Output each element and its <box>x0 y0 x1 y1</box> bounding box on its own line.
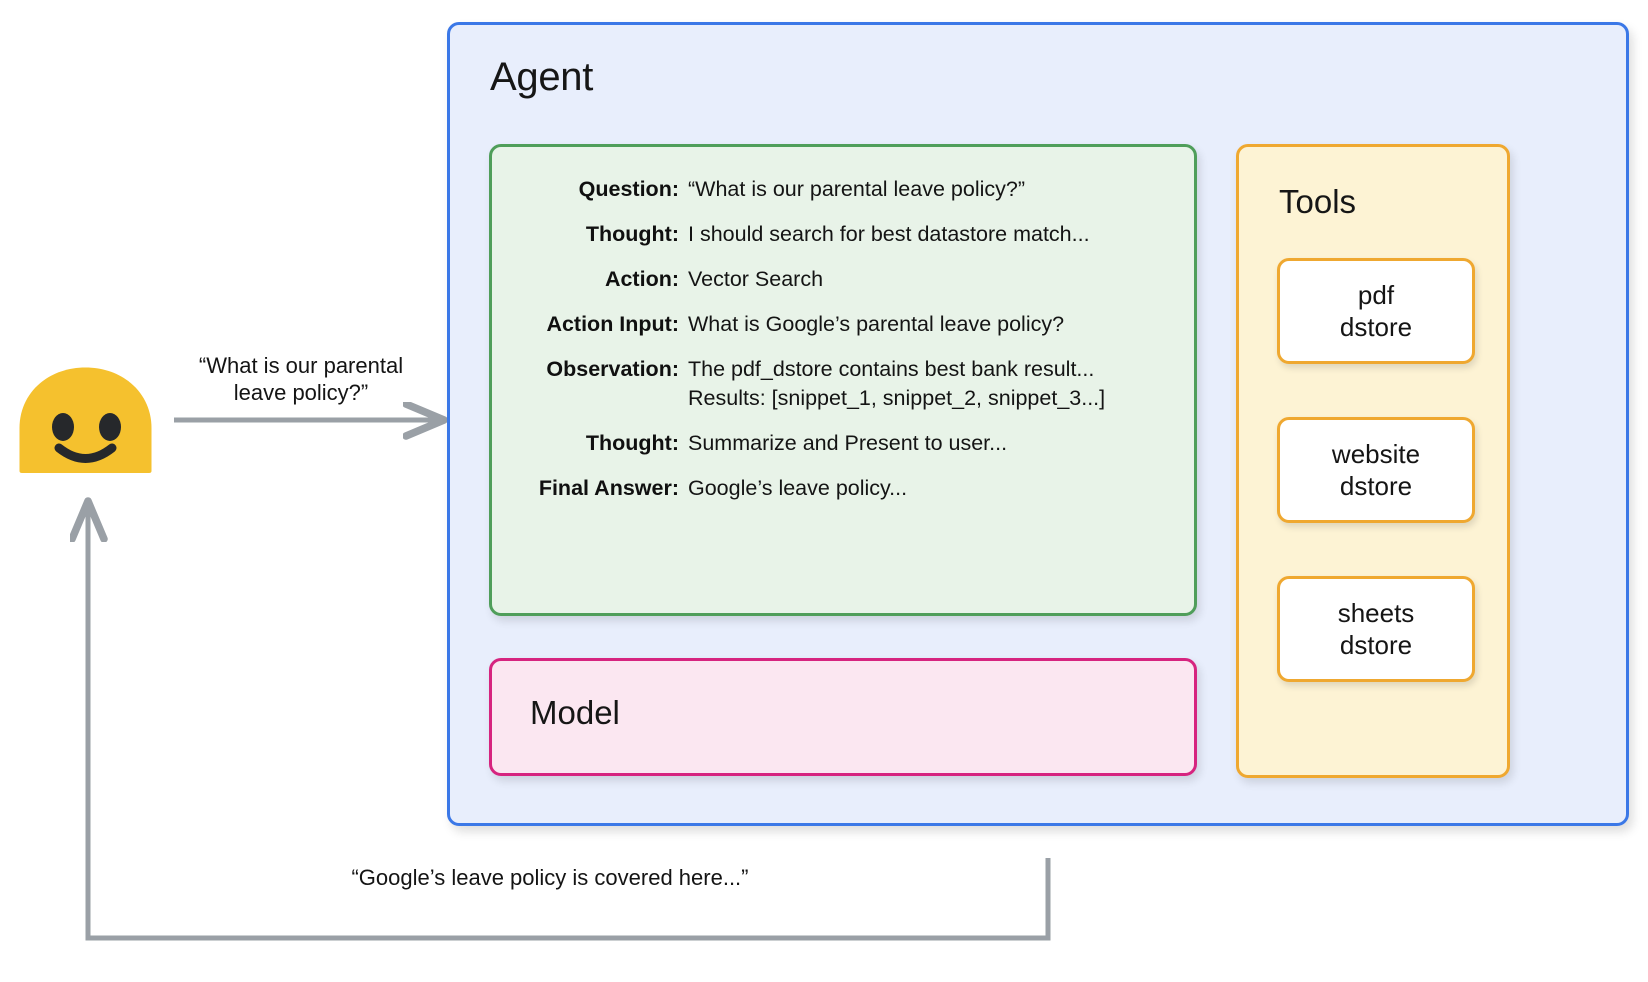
model-panel: Model <box>489 658 1197 776</box>
trace-value-observation: The pdf_dstore contains best bank result… <box>688 357 1106 410</box>
reasoning-trace-rows: Question: “What is our parental leave po… <box>492 175 1194 519</box>
trace-label-thought-2: Thought: <box>585 431 679 455</box>
trace-row: Thought: I should search for best datast… <box>492 220 1194 249</box>
trace-row: Question: “What is our parental leave po… <box>492 175 1194 204</box>
trace-row: Thought: Summarize and Present to user..… <box>492 429 1194 458</box>
trace-row: Action Input: What is Google’s parental … <box>492 310 1194 339</box>
trace-value-action: Vector Search <box>688 267 824 291</box>
trace-label-observation: Observation: <box>546 357 679 381</box>
tool-card-pdf-dstore[interactable]: pdf dstore <box>1277 258 1475 364</box>
trace-value-question: “What is our parental leave policy?” <box>688 177 1025 201</box>
model-title: Model <box>530 694 620 731</box>
agent-response-caption: “Google’s leave policy is covered here..… <box>351 865 749 890</box>
tool-card-website-dstore[interactable]: website dstore <box>1277 417 1475 523</box>
tool-card-sheets-dstore[interactable]: sheets dstore <box>1277 576 1475 682</box>
trace-row: Action: Vector Search <box>492 265 1194 294</box>
user-avatar <box>18 365 153 475</box>
trace-label-thought-1: Thought: <box>585 222 679 246</box>
trace-row: Observation: The pdf_dstore contains bes… <box>492 355 1194 413</box>
tools-list: pdf dstore website dstore sheets dstore <box>1277 258 1475 735</box>
agent-to-user-return-arrow <box>88 505 1051 941</box>
trace-label-final-answer: Final Answer: <box>538 476 679 500</box>
user-query-caption: “What is our parental leave policy?” <box>198 353 404 405</box>
trace-value-thought-1: I should search for best datastore match… <box>688 222 1090 246</box>
tools-panel: Tools pdf dstore website dstore sheets d… <box>1236 144 1510 778</box>
trace-row: Final Answer: Google’s leave policy... <box>492 474 1194 503</box>
tools-title: Tools <box>1279 183 1357 220</box>
reasoning-trace-panel: Question: “What is our parental leave po… <box>489 144 1197 616</box>
trace-label-question: Question: <box>578 177 679 201</box>
trace-value-thought-2: Summarize and Present to user... <box>688 431 1008 455</box>
smiley-face-icon <box>19 367 152 473</box>
trace-value-final-answer: Google’s leave policy... <box>688 476 908 500</box>
trace-label-action: Action: <box>604 267 679 291</box>
trace-label-action-input: Action Input: <box>546 312 679 336</box>
trace-value-action-input: What is Google’s parental leave policy? <box>688 312 1065 336</box>
agent-title: Agent <box>490 55 594 99</box>
